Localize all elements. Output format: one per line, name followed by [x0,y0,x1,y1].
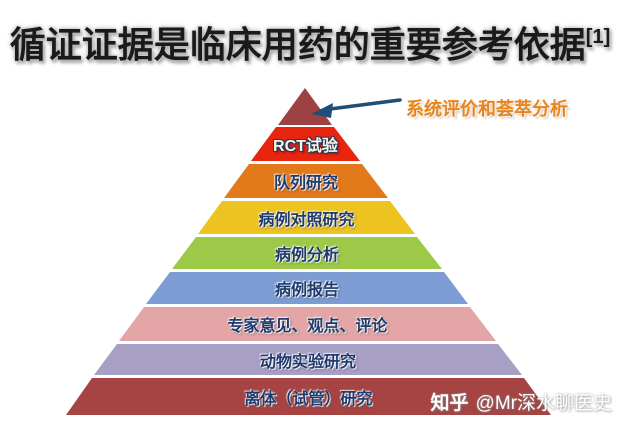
systematic-review-annotation-label: 系统评价和荟萃分析 [406,99,568,119]
pyramid-level-expert-opinion: 专家意见、观点、评论 [119,307,496,341]
pyramid-level-animal-study: 动物实验研究 [94,344,522,375]
citation-superscript: [1] [585,26,611,48]
page-title-text: 循证证据是临床用药的重要参考依据 [9,24,586,65]
page-title: 循证证据是临床用药的重要参考依据[1] [0,14,620,68]
pyramid-level-in-vitro-study: 离体（试管）研究 [66,378,551,415]
watermark-handle: @Mr深水聊医史 [475,393,612,414]
pyramid-level-case-analysis: 病例分析 [172,237,442,269]
pyramid-level-systematic-review [278,88,332,125]
pyramid-level-case-control-study: 病例对照研究 [198,201,415,234]
watermark: 知乎 @Mr深水聊医史 [431,388,612,415]
pyramid-level-rct: RCT试验 [251,127,360,161]
zhihu-logo-text: 知乎 [430,393,469,414]
pyramid-level-cohort-study: 队列研究 [224,164,388,198]
pyramid-level-case-report: 病例报告 [146,272,468,304]
